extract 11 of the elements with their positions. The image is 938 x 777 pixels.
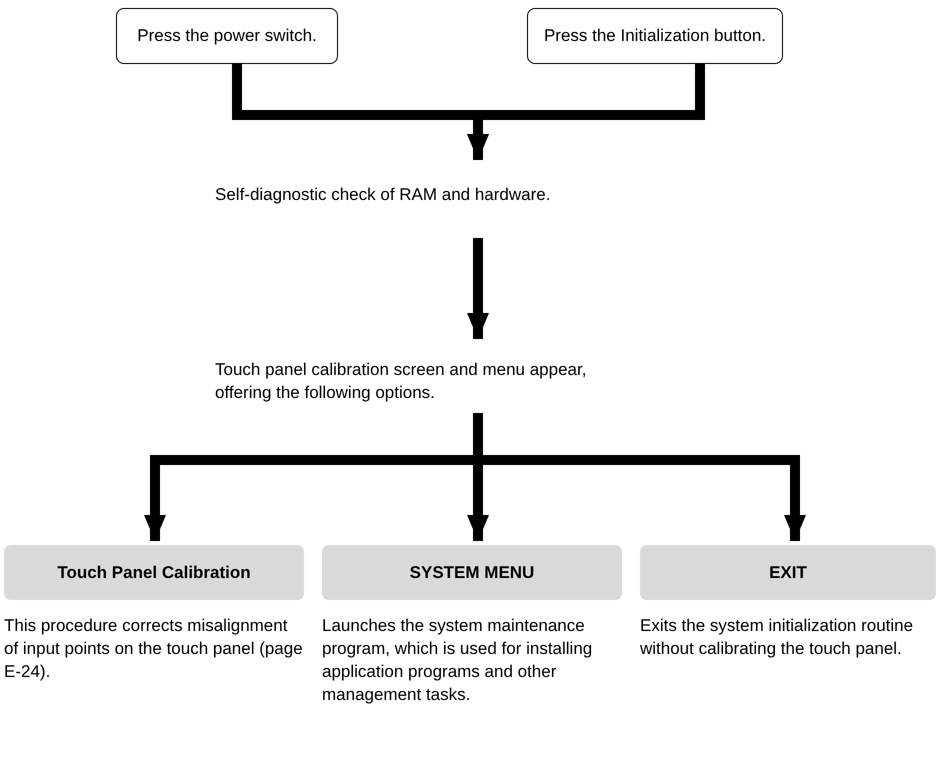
step-box: Press the Initialization button. bbox=[527, 8, 783, 64]
step-box: Press the power switch. bbox=[116, 8, 338, 64]
step-text: Self-diagnostic check of RAM and hardware. bbox=[215, 184, 552, 206]
option-description: Exits the system initialization routine without calibrating the touch panel. bbox=[640, 615, 914, 660]
step-text: Touch panel calibration screen and menu appear, offering the following options. bbox=[215, 359, 588, 404]
arrow bbox=[467, 238, 489, 339]
option-box: EXIT bbox=[640, 545, 936, 600]
option-box: SYSTEM MENU bbox=[322, 545, 622, 600]
option-description: Launches the system maintenance program, which is used for installing application programs and other management tasks. bbox=[322, 615, 594, 706]
option-box: Touch Panel Calibration bbox=[4, 545, 304, 600]
option-description: This procedure corrects misalignment of input points on the touch panel (page E-24). bbox=[4, 615, 304, 683]
